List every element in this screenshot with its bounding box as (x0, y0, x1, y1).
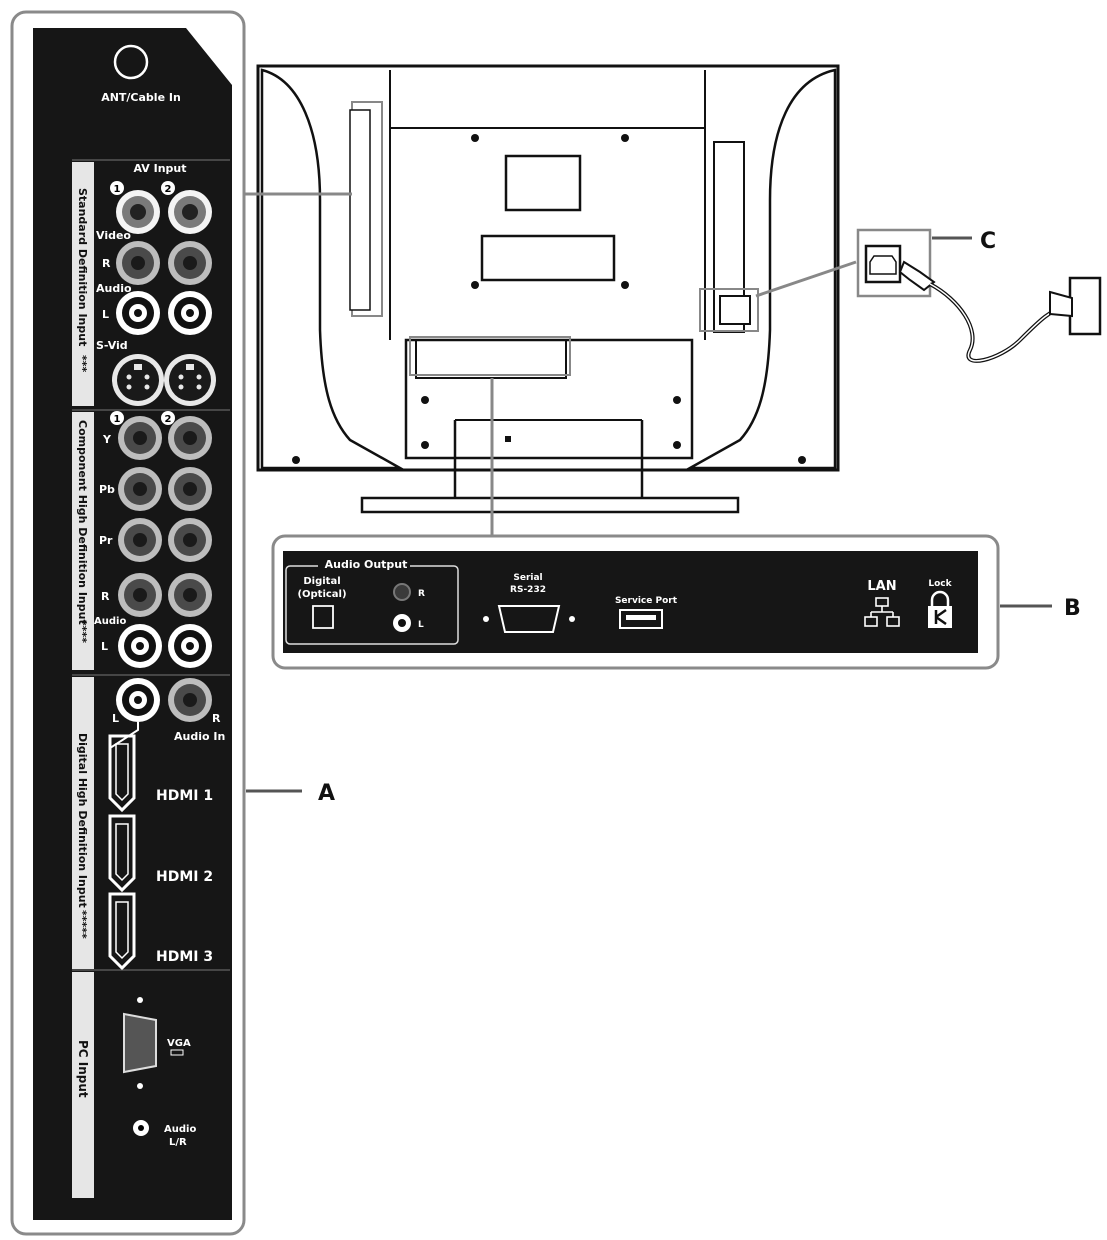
hdmi-audio-l-jack[interactable] (116, 678, 160, 722)
digital-stars: ***** (76, 910, 89, 939)
svg-text:Audio: Audio (164, 1124, 196, 1135)
wall-outlet (1068, 276, 1102, 336)
side-connector-panel: ANT/Cable In Standard Definition Input *… (10, 10, 246, 1236)
audio-output-label: Audio Output (325, 558, 408, 571)
hdmi-1-label: HDMI 1 (156, 788, 213, 804)
svg-text:R: R (212, 712, 221, 725)
svg-text:Audio In: Audio In (174, 730, 225, 743)
pr-jack-1[interactable] (118, 518, 162, 562)
svg-text:R: R (101, 590, 110, 603)
y-jack-1[interactable] (118, 416, 162, 460)
digital-label: Digital High Definition Input (76, 733, 89, 908)
svg-text:2: 2 (165, 414, 172, 425)
svg-text:L: L (102, 308, 109, 321)
callout-b: B (1064, 596, 1081, 621)
svg-text:L: L (112, 712, 119, 725)
ant-cable-label: ANT/Cable In (101, 91, 181, 104)
svg-text:Service Port: Service Port (615, 596, 678, 606)
svg-text:L: L (101, 640, 108, 653)
pb-jack-2[interactable] (168, 467, 212, 511)
callout-a: A (318, 781, 335, 806)
component-label: Component High Definition Input (76, 420, 89, 625)
rs232-port[interactable] (497, 605, 561, 633)
svg-text:1: 1 (114, 414, 121, 425)
standard-definition-label: Standard Definition Input (76, 188, 89, 346)
svideo-jack-2[interactable] (164, 354, 216, 406)
comp-audio-l-jack-1[interactable] (118, 624, 162, 668)
y-jack-2[interactable] (168, 416, 212, 460)
svg-text:Pb: Pb (99, 483, 115, 496)
standard-definition-stars: *** (76, 355, 89, 373)
pb-jack-1[interactable] (118, 467, 162, 511)
bottom-connector-panel: Audio Output Digital (Optical) R L Seria… (271, 534, 1000, 670)
comp-audio-r-jack-1[interactable] (118, 573, 162, 617)
svg-text:2: 2 (165, 184, 172, 195)
comp-audio-r-jack-2[interactable] (168, 573, 212, 617)
video-label: Video (96, 229, 131, 242)
hdmi-audio-r-jack[interactable] (168, 678, 212, 722)
svg-text:Serial: Serial (513, 573, 542, 583)
svg-text:L: L (418, 620, 424, 630)
lan-label: LAN (867, 579, 896, 594)
vga-label: VGA (167, 1038, 191, 1049)
svg-text:RS-232: RS-232 (510, 585, 546, 595)
audio-l-jack-1[interactable] (116, 291, 160, 335)
svg-text:Digital: Digital (303, 576, 340, 587)
svg-text:Audio: Audio (94, 616, 126, 627)
pc-strip (72, 972, 94, 1198)
av-input-label: AV Input (134, 162, 187, 175)
component-stars: **** (76, 620, 89, 643)
svg-text:Audio: Audio (96, 282, 132, 295)
digital-strip (72, 677, 94, 969)
optical-port[interactable] (312, 605, 334, 629)
hdmi-3-label: HDMI 3 (156, 949, 213, 965)
audio-out-r-jack[interactable] (393, 583, 411, 601)
component-strip (72, 412, 94, 670)
hdmi-2-label: HDMI 2 (156, 869, 213, 885)
standard-definition-strip (72, 162, 94, 406)
audio-r-jack-1[interactable] (116, 241, 160, 285)
svg-text:L/R: L/R (169, 1137, 187, 1148)
kensington-lock-icon[interactable] (928, 590, 952, 628)
video-jack-1[interactable] (116, 190, 160, 234)
lock-label: Lock (928, 579, 952, 589)
callout-c: C (980, 229, 996, 254)
svg-text:R: R (102, 257, 111, 270)
svg-text:1: 1 (114, 184, 121, 195)
svg-text:(Optical): (Optical) (297, 589, 346, 600)
power-inlet-detail (755, 228, 1102, 363)
ant-cable-jack[interactable] (113, 44, 149, 80)
comp-audio-l-jack-2[interactable] (168, 624, 212, 668)
tv-back-view (256, 64, 840, 514)
audio-l-jack-2[interactable] (168, 291, 212, 335)
lan-network-icon[interactable] (864, 597, 900, 627)
pc-input-label: PC Input (76, 1040, 90, 1098)
svg-text:Pr: Pr (99, 534, 113, 547)
ac-power-inlet[interactable] (864, 244, 902, 284)
svideo-jack-1[interactable] (112, 354, 164, 406)
svg-text:Y: Y (102, 433, 112, 446)
audio-r-jack-2[interactable] (168, 241, 212, 285)
pr-jack-2[interactable] (168, 518, 212, 562)
svideo-label: S-Vid (96, 339, 128, 352)
video-jack-2[interactable] (168, 190, 212, 234)
svg-text:R: R (418, 589, 425, 599)
vga-port[interactable] (123, 1012, 157, 1074)
service-port[interactable] (619, 609, 663, 629)
